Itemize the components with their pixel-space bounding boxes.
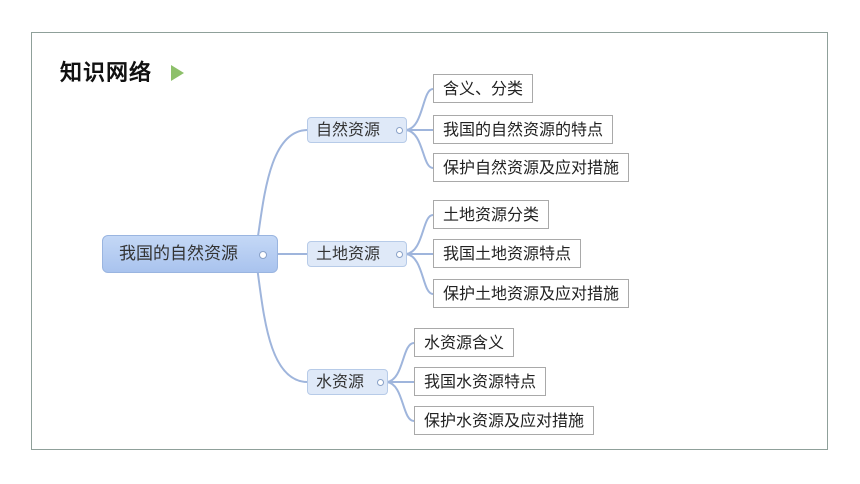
connector-land-to-leaf-3 [405,253,434,295]
connector-root-to-water [254,253,308,383]
leaf-water-definition[interactable]: 水资源含义 [414,328,515,357]
leaf-natural-definition[interactable]: 含义、分类 [433,74,534,103]
leaf-water-characteristics[interactable]: 我国水资源特点 [414,367,547,396]
leaf-land-classification[interactable]: 土地资源分类 [433,200,550,229]
leaf-natural-characteristics[interactable]: 我国的自然资源的特点 [433,115,614,144]
branch-label: 水资源 [316,372,365,391]
play-arrow-icon [171,65,184,81]
root-node-label: 我国的自然资源 [119,244,238,264]
leaf-land-protection[interactable]: 保护土地资源及应对措施 [433,279,630,308]
branch-label: 自然资源 [316,120,381,139]
connector-natural-to-leaf-1 [405,88,434,131]
connector-water-to-leaf-3 [386,381,415,422]
collapse-toggle-icon[interactable] [396,127,403,134]
leaf-land-characteristics[interactable]: 我国土地资源特点 [433,239,582,268]
connector-natural-to-leaf-3 [405,129,434,169]
collapse-toggle-icon[interactable] [259,251,267,259]
page-title: 知识网络 [60,61,153,86]
leaf-water-protection[interactable]: 保护水资源及应对措施 [414,406,595,435]
leaf-natural-protection[interactable]: 保护自然资源及应对措施 [433,153,630,182]
collapse-toggle-icon[interactable] [377,379,384,386]
connector-water-to-leaf-1 [386,342,415,383]
branch-water-resources[interactable]: 水资源 [307,369,388,395]
branch-natural-resources[interactable]: 自然资源 [307,117,407,143]
branch-label: 土地资源 [316,244,381,263]
root-node[interactable]: 我国的自然资源 [102,235,278,273]
branch-land-resources[interactable]: 土地资源 [307,241,407,267]
collapse-toggle-icon[interactable] [396,251,403,258]
connector-land-to-leaf-1 [405,214,434,255]
